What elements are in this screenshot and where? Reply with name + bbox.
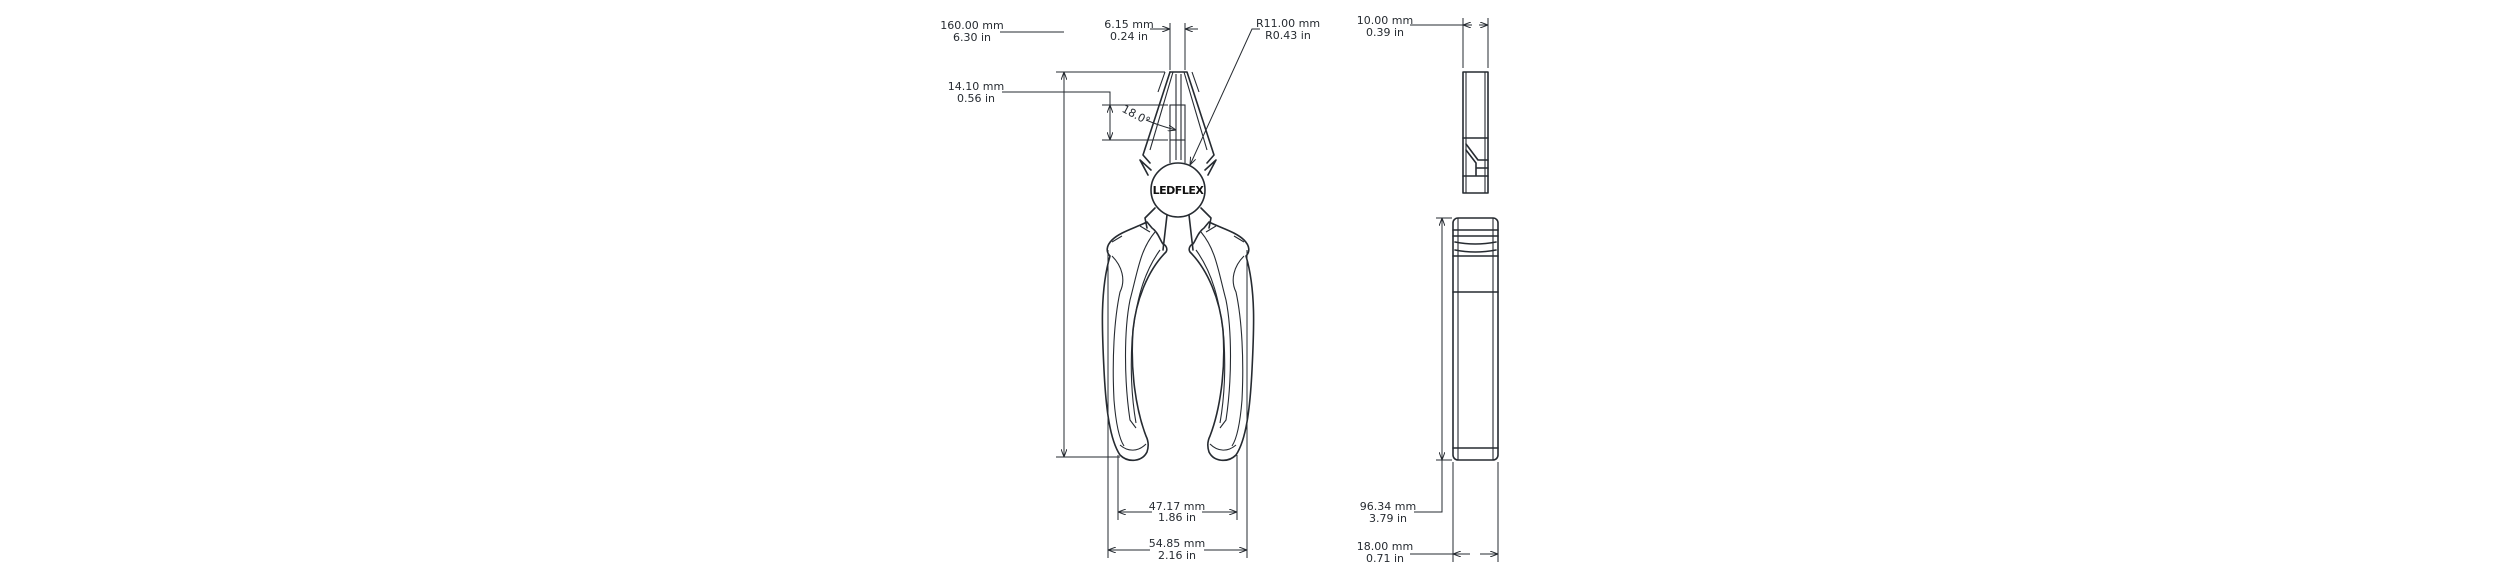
left-handle bbox=[1101, 221, 1168, 462]
dim-jaw-angle-value: 18.0° bbox=[1120, 102, 1153, 128]
dim-side-jaw-thickness-mm: 10.00 mm bbox=[1357, 14, 1413, 27]
dim-side-handle-length-mm: 96.34 mm bbox=[1360, 500, 1416, 513]
dim-jaw-tip-width: 6.15 mm 0.24 in bbox=[1104, 18, 1198, 70]
dim-pivot-radius-in: R0.43 in bbox=[1265, 29, 1311, 42]
dim-side-handle-length: 96.34 mm 3.79 in bbox=[1360, 217, 1452, 525]
right-handle bbox=[1188, 221, 1255, 462]
dim-overall-length: 160.00 mm 6.30 in bbox=[940, 19, 1165, 458]
dim-side-handle-thickness-in: 0.71 in bbox=[1366, 552, 1404, 565]
dim-cutter-length-mm: 14.10 mm bbox=[948, 80, 1004, 93]
pivot-circle bbox=[1150, 162, 1206, 218]
dim-overall-length-in: 6.30 in bbox=[953, 31, 991, 44]
front-view-pliers: LEDFLEX 160.00 mm 6.30 in 6.15 bbox=[940, 17, 1320, 562]
logo-text: LEDFLEX bbox=[1153, 184, 1205, 197]
dim-cutter-length: 14.10 mm 0.56 in bbox=[948, 80, 1168, 141]
dim-jaw-tip-width-mm: 6.15 mm bbox=[1104, 18, 1153, 31]
dim-side-jaw-thickness: 10.00 mm 0.39 in bbox=[1357, 14, 1489, 68]
dim-side-handle-length-in: 3.79 in bbox=[1369, 512, 1407, 525]
dim-handle-outer-width-in: 2.16 in bbox=[1158, 549, 1196, 562]
dim-handle-inner-width-mm: 47.17 mm bbox=[1149, 500, 1205, 513]
jaws bbox=[1142, 71, 1215, 164]
side-view-pliers: 10.00 mm 0.39 in 96.34 mm 3.79 in 18.00 … bbox=[1357, 14, 1499, 565]
dim-handle-outer-width-mm: 54.85 mm bbox=[1149, 537, 1205, 550]
dim-handle-outer-width: 54.85 mm 2.16 in bbox=[1107, 250, 1248, 562]
dim-handle-inner-width: 47.17 mm 1.86 in bbox=[1117, 455, 1238, 524]
dim-side-handle-thickness-mm: 18.00 mm bbox=[1357, 540, 1413, 553]
dim-pivot-radius-mm: R11.00 mm bbox=[1256, 17, 1320, 30]
dim-jaw-angle: 18.0° bbox=[1120, 102, 1176, 130]
dim-jaw-tip-width-in: 0.24 in bbox=[1110, 30, 1148, 43]
dim-cutter-length-in: 0.56 in bbox=[957, 92, 995, 105]
dim-side-handle-thickness: 18.00 mm 0.71 in bbox=[1357, 462, 1499, 565]
dim-overall-length-mm: 160.00 mm bbox=[940, 19, 1003, 32]
dim-handle-inner-width-in: 1.86 in bbox=[1158, 511, 1196, 524]
dim-pivot-radius: R11.00 mm R0.43 in bbox=[1190, 17, 1320, 165]
dim-side-jaw-thickness-in: 0.39 in bbox=[1366, 26, 1404, 39]
